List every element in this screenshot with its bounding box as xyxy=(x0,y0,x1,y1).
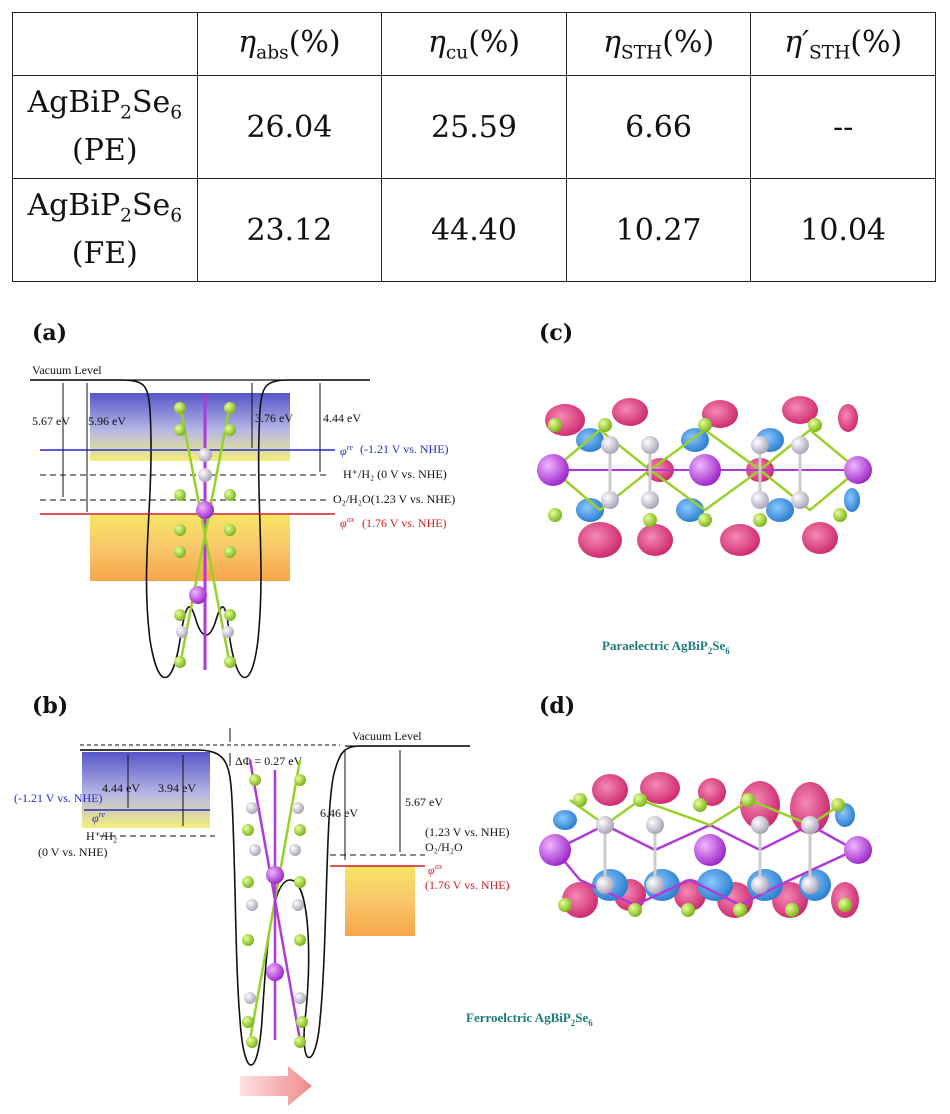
charge-density-structure-c xyxy=(537,396,872,558)
potential-curve-b xyxy=(80,745,470,1066)
gap-label-a2: 5.96 eV xyxy=(88,414,126,428)
caption-ferroelectric: Ferroelctric AgBiP2Se6 xyxy=(466,1010,593,1028)
caption-paraelectric: Paraelectric AgBiP2Se6 xyxy=(602,638,730,656)
o-level-label-a: O₂/H₂O(1.23 V vs. NHE) xyxy=(333,492,455,506)
phi-ox-symbol-b: φox xyxy=(428,862,443,877)
gap-label-a3: 3.76 eV xyxy=(255,411,293,425)
o-level-label-b: O₂/H₂O xyxy=(425,840,463,854)
panel-b-letter: (b) xyxy=(32,693,68,719)
value-cell: 10.04 xyxy=(750,178,936,282)
phi-re-label-b: (-1.21 V vs. NHE) xyxy=(14,791,103,805)
phi-ox-label-b: (1.76 V vs. NHE) xyxy=(425,878,510,892)
value-cell: 25.59 xyxy=(381,75,567,179)
value-cell: 6.66 xyxy=(565,75,752,179)
phi-re-label-a: (-1.21 V vs. NHE) xyxy=(360,442,449,456)
phi-ox-symbol-a: φox xyxy=(340,515,355,530)
h-level-label-b: H⁺/H₂ xyxy=(86,829,117,843)
material-cell-fe: AgBiP2Se6 (FE) xyxy=(12,178,198,282)
gap-label-b2: 3.94 eV xyxy=(158,781,196,795)
panel-a: (a) Vacuum Level 5.67 eV 5.96 eV 3.76 eV… xyxy=(30,320,455,678)
value-cell: 23.12 xyxy=(196,178,383,282)
header-empty-cell xyxy=(12,12,198,76)
header-eta-sth: ηSTH(%) xyxy=(565,12,752,76)
value-cell: 44.40 xyxy=(381,178,567,282)
header-eta-prime-sth: η′STH(%) xyxy=(750,12,936,76)
charge-density-structure-d xyxy=(539,772,872,918)
o-level-value-b: (1.23 V vs. NHE) xyxy=(425,825,510,839)
polarization-arrow-icon xyxy=(240,1066,312,1106)
panel-d: (d) xyxy=(466,693,872,1028)
gap-label-b4: 5.67 eV xyxy=(405,795,443,809)
header-eta-cu: ηcu(%) xyxy=(381,12,567,76)
gap-label-a1: 5.67 eV xyxy=(32,414,70,428)
phi-re-symbol-b: φre xyxy=(92,810,105,825)
value-cell: 26.04 xyxy=(196,75,383,179)
panel-b: (b) Vacuum Level ΔΦ = 0.27 eV 4.44 eV 3.… xyxy=(14,693,510,1106)
h-level-value-b: (0 V vs. NHE) xyxy=(38,845,108,859)
panel-a-letter: (a) xyxy=(32,320,67,346)
table-row-pe: AgBiP2Se6 (PE) 26.04 25.59 6.66 -- xyxy=(12,75,936,179)
gap-label-b3: 6.46 eV xyxy=(320,806,358,820)
panel-d-letter: (d) xyxy=(539,693,575,719)
efficiency-table: ηabs(%) ηcu(%) ηSTH(%) η′STH(%) AgBiP2Se… xyxy=(12,12,936,282)
gap-label-a4: 4.44 eV xyxy=(323,411,361,425)
valence-band-b xyxy=(345,866,415,936)
material-cell-pe: AgBiP2Se6 (PE) xyxy=(12,75,198,179)
atom-column-b xyxy=(242,759,308,1048)
gap-label-b1: 4.44 eV xyxy=(102,781,140,795)
panel-c: (c) xyxy=(537,320,872,656)
h-level-label-a: H⁺/H₂ (0 V vs. NHE) xyxy=(343,467,447,481)
value-cell: -- xyxy=(750,75,936,179)
valence-band-a xyxy=(90,515,290,581)
table-row-fe: AgBiP2Se6 (FE) 23.12 44.40 10.27 10.04 xyxy=(12,178,936,282)
delta-phi-label: ΔΦ = 0.27 eV xyxy=(235,754,303,768)
phi-re-symbol-a: φre xyxy=(340,443,353,458)
panel-c-letter: (c) xyxy=(539,320,573,346)
vacuum-label-a: Vacuum Level xyxy=(32,363,102,377)
phi-ox-label-a: (1.76 V vs. NHE) xyxy=(362,516,447,530)
vacuum-label-b: Vacuum Level xyxy=(352,729,422,743)
conduction-band-b xyxy=(82,752,210,828)
atom-column-a xyxy=(174,395,236,670)
